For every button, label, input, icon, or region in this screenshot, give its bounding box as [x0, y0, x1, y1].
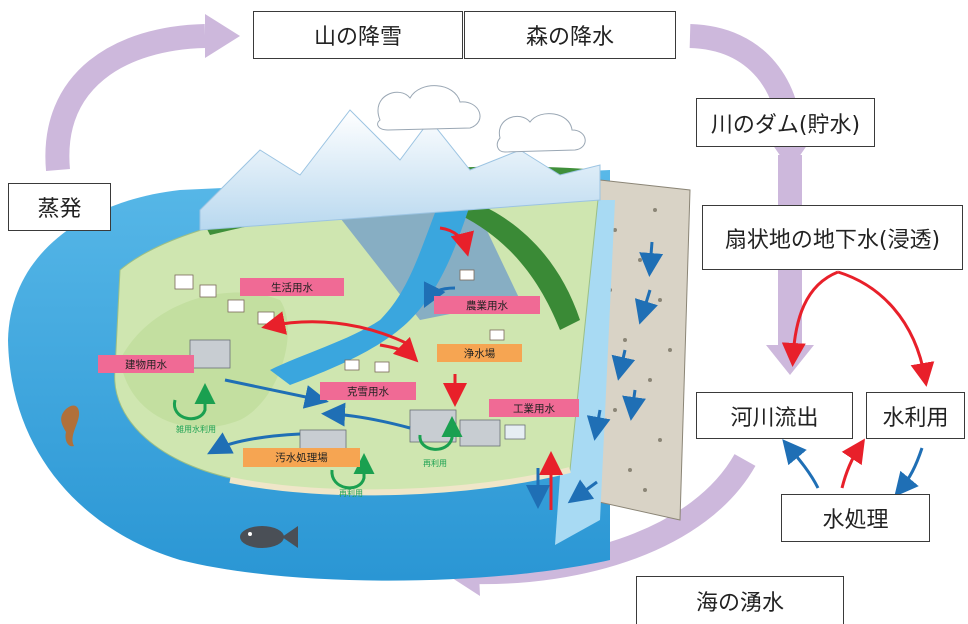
fish-icon: [240, 526, 298, 548]
cycle-arrow-evaporation-to-snow: [45, 24, 206, 172]
purification-plant-tag: 浄水場: [437, 344, 522, 362]
arrow-gw4: [622, 389, 646, 421]
green-reuse-arrows: [173, 383, 463, 490]
greywater-reuse-label: 雑用水利用: [176, 425, 216, 434]
river-outflow-label: 河川流出: [696, 392, 853, 439]
sea-spring-label: 海の湧水: [636, 576, 844, 624]
blue-flow-arrows: [207, 241, 664, 509]
right-side-arrows: [781, 270, 935, 497]
clouds: [377, 85, 586, 153]
forest-rain-label: 森の降水: [464, 11, 676, 59]
industrial-water-tag: 工業用水: [489, 399, 579, 417]
arrowhead-outflow: [766, 345, 814, 375]
arrow-treatment-to-use: [840, 438, 865, 489]
arrow-gw2: [634, 289, 658, 325]
mountain-snow-label: 山の降雪: [253, 11, 463, 59]
reuse-arrow-sewage: [330, 453, 375, 490]
agricultural-water-tag: 農業用水: [434, 296, 540, 314]
red-flow-arrows: [261, 226, 563, 510]
arrow-gw5: [586, 409, 611, 441]
sewage-plant-tag: 汚水処理場: [243, 448, 360, 467]
landscape-illustration: [8, 85, 691, 581]
building-water-tag: 建物用水: [98, 355, 194, 373]
mountains: [199, 109, 601, 231]
arrow-river-in: [423, 281, 456, 309]
water-treatment-label: 水処理: [781, 494, 930, 542]
arrow-split-right: [837, 270, 935, 387]
reuse-label-sewage: 再利用: [339, 489, 363, 498]
evaporation-label: 蒸発: [8, 183, 111, 231]
water-use-label: 水利用: [866, 392, 965, 439]
arrow-split-left: [781, 270, 839, 367]
arrow-to-domestic: [261, 311, 411, 347]
reuse-arrow-plant: [418, 416, 463, 451]
domestic-water-tag: 生活用水: [240, 278, 344, 296]
arrow-mid: [321, 402, 411, 430]
arrow-use-to-treatment: [894, 447, 924, 497]
arrow-to-agri: [439, 226, 474, 257]
arrowhead-snow: [205, 14, 240, 58]
river-dam-label: 川のダム(貯水): [696, 98, 875, 147]
arrow-to-plant: [379, 336, 419, 363]
arrow-treatment-to-outflow: [782, 439, 820, 489]
seahorse-icon: [61, 405, 80, 447]
arrow-gw7: [567, 479, 598, 504]
arrow-building-out: [224, 378, 329, 409]
arrow-sewage-out: [207, 432, 301, 455]
reuse-label-plant: 再利用: [423, 459, 447, 468]
arrow-gw3: [611, 349, 636, 381]
snow-melting-water-tag: 克雪用水: [320, 382, 416, 400]
alluvial-groundwater-label: 扇状地の地下水(浸透): [702, 205, 963, 270]
reuse-arrow-building: [173, 383, 216, 421]
arrow-gw1: [639, 241, 664, 277]
